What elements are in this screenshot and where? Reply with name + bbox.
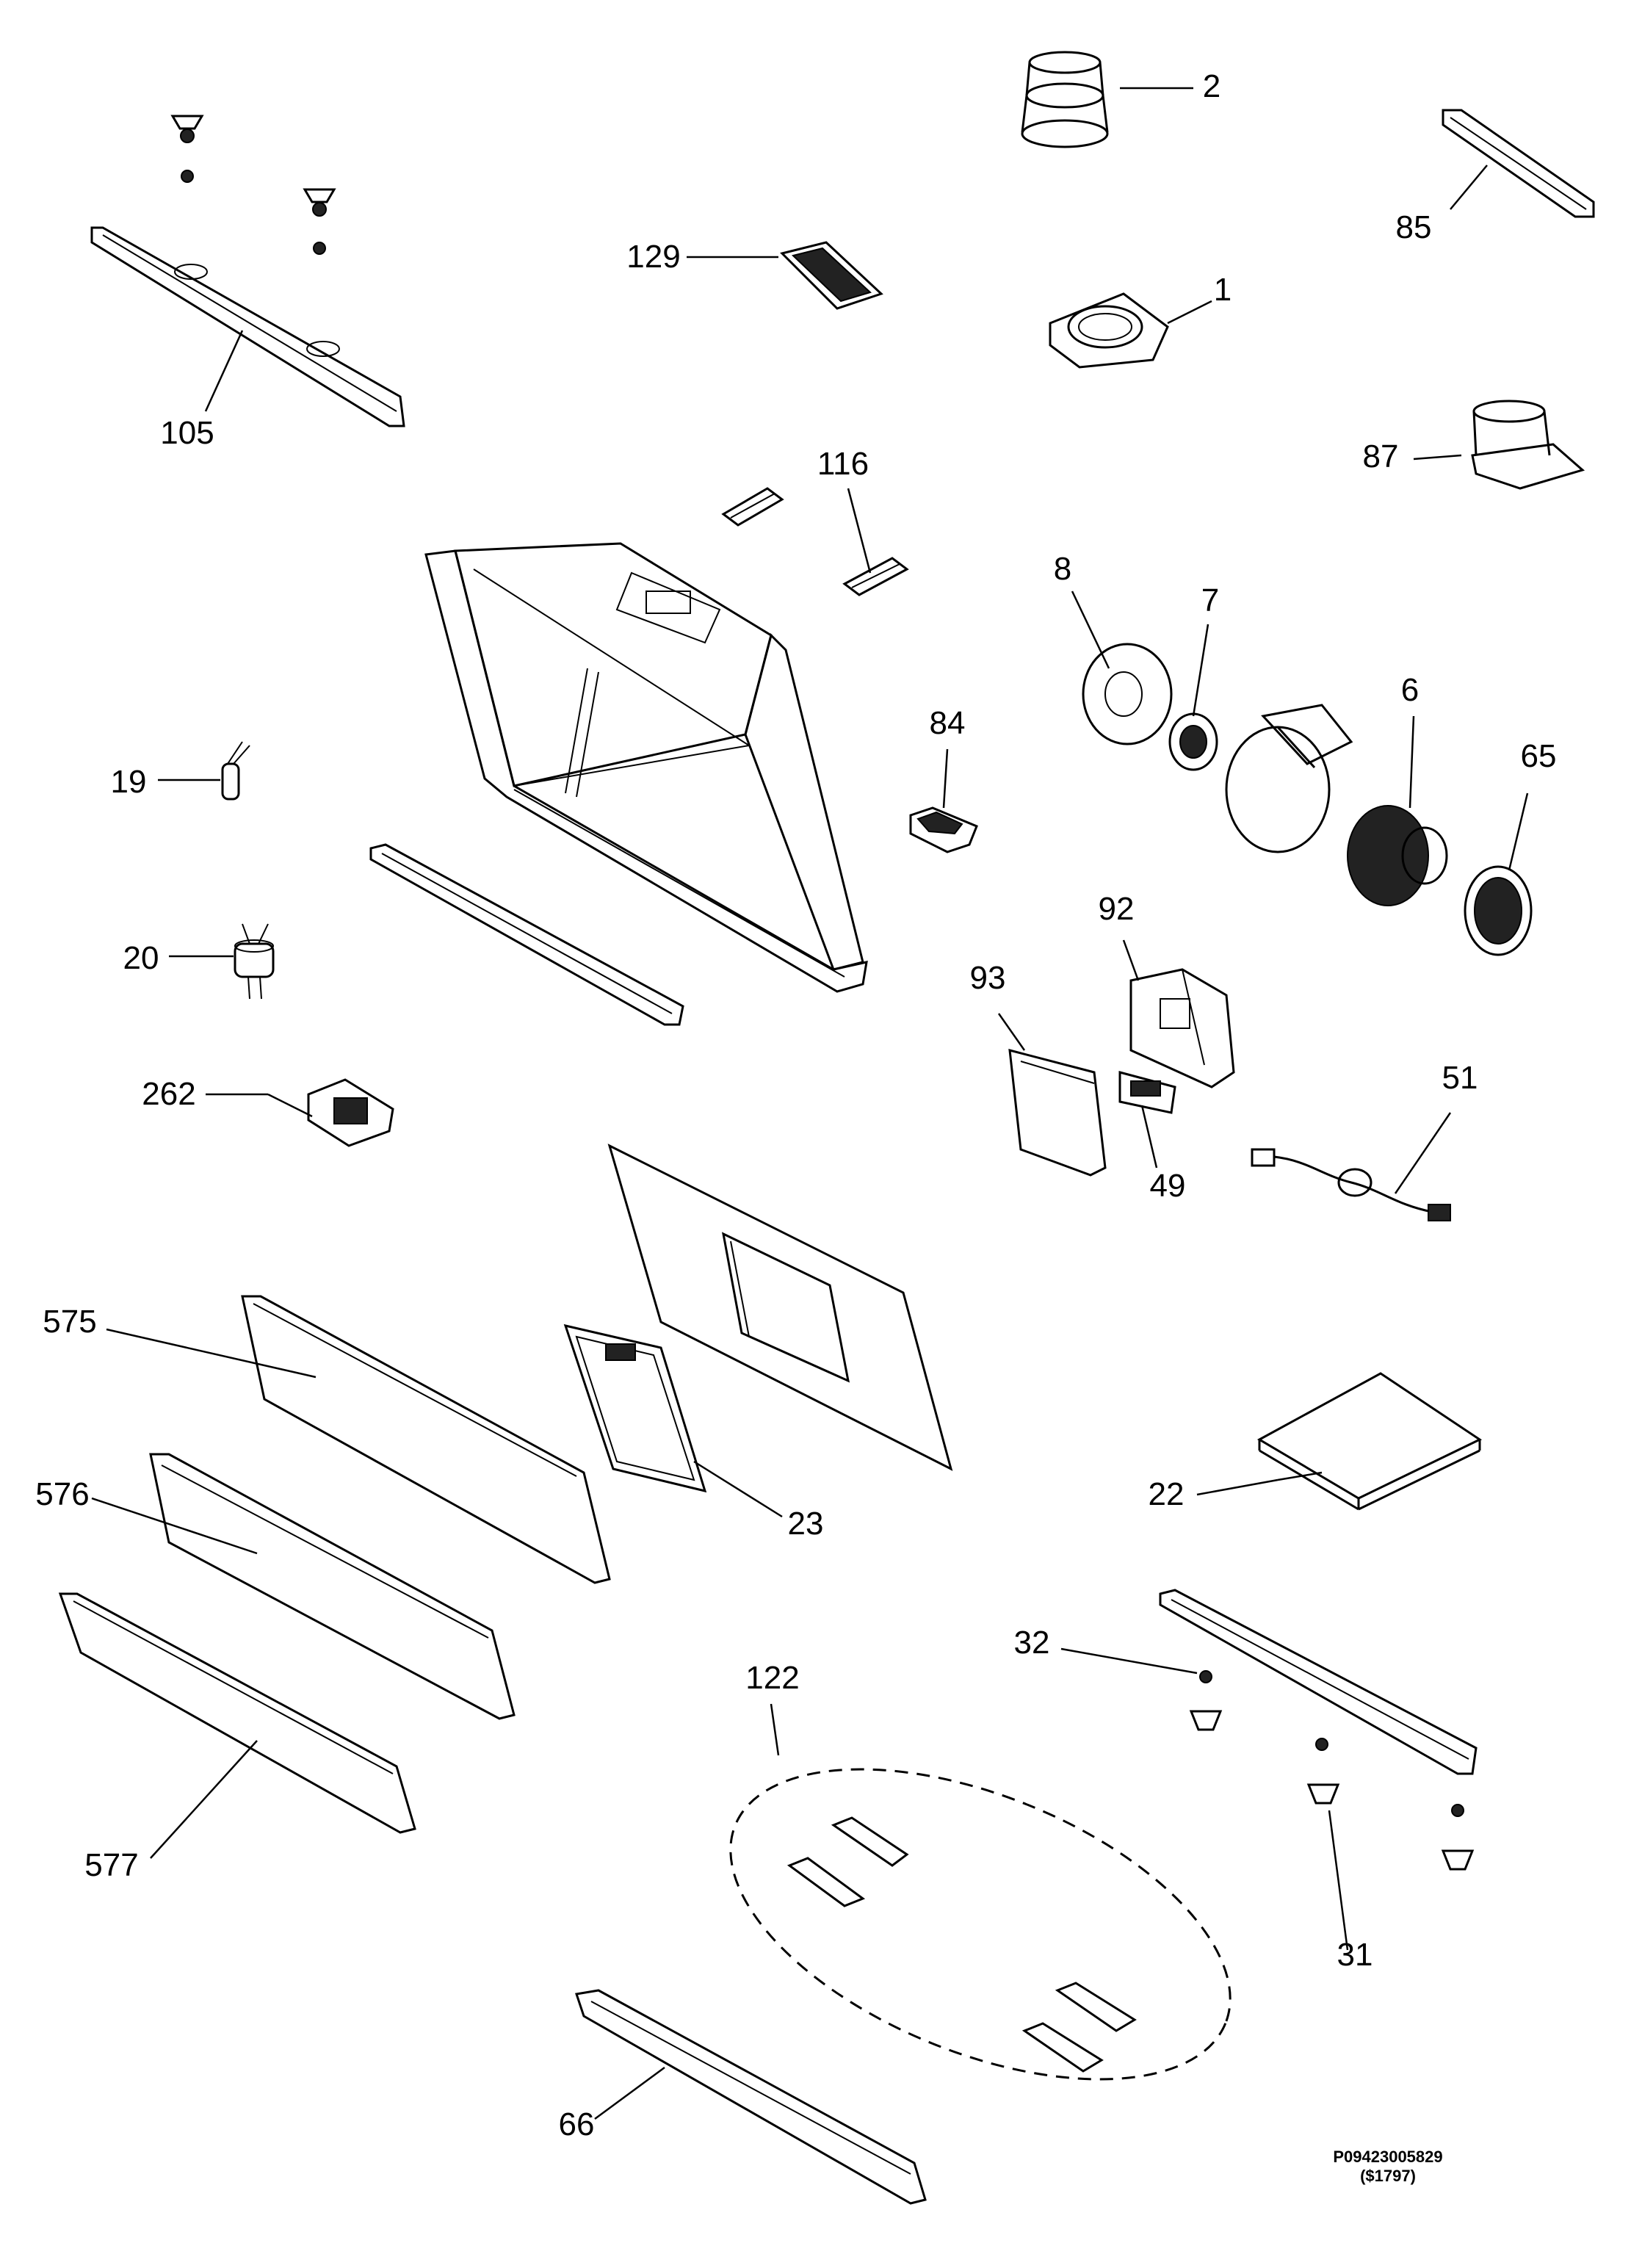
callout-23: 23 (787, 1506, 824, 1542)
part-23-filter-frame (563, 1323, 707, 1493)
callout-65: 65 (1520, 738, 1557, 774)
callout-2: 2 (1202, 68, 1221, 104)
callout-92: 92 (1098, 891, 1135, 927)
callout-51: 51 (1442, 1060, 1478, 1096)
callout-87: 87 (1362, 438, 1399, 474)
part-84-switch (909, 806, 978, 853)
part-19-capacitor (221, 741, 250, 801)
part-105-light-rail (90, 226, 405, 427)
callout-8: 8 (1053, 551, 1072, 587)
callout-22: 22 (1148, 1476, 1185, 1512)
part-6-fan-wheel (1347, 805, 1448, 906)
part-7-motor (1168, 712, 1218, 771)
callout-20: 20 (123, 940, 159, 976)
callout-105: 105 (160, 415, 214, 451)
callout-31: 31 (1337, 1937, 1373, 1973)
back-panel (607, 1144, 953, 1471)
callout-576: 576 (35, 1476, 90, 1512)
leader-lines (91, 87, 1529, 2120)
part-122-clip-kit (729, 1768, 1232, 2081)
callout-129: 129 (626, 239, 681, 275)
lower-light-rail (1159, 1589, 1478, 1775)
part-51-wire-harness (1251, 1148, 1451, 1221)
callout-6: 6 (1400, 672, 1420, 708)
part-92-control-housing (1129, 968, 1235, 1088)
callout-49: 49 (1149, 1168, 1186, 1204)
part-1-ring-flange (1049, 292, 1169, 369)
callout-575: 575 (43, 1304, 97, 1340)
callout-85: 85 (1395, 209, 1432, 245)
part-66-bottom-rail (575, 1989, 927, 2205)
callout-1: 1 (1213, 272, 1232, 308)
halogen-bulbs-lower (1189, 1670, 1475, 1871)
drawing-code-block: P09423005829 ($1797) (1322, 2148, 1454, 2186)
drawing-code: P09423005829 (1333, 2148, 1443, 2166)
blower-housing (1225, 704, 1353, 853)
part-116-brackets (721, 487, 909, 596)
part-22-filter-pad (1256, 1372, 1483, 1511)
part-20-capacitor (234, 923, 275, 1000)
callout-66: 66 (558, 2106, 595, 2142)
halogen-bulbs-top (170, 115, 336, 255)
part-85-bracket (1442, 109, 1595, 218)
part-576-panel (149, 1453, 516, 1720)
part-577-panel (58, 1592, 416, 1834)
callout-19: 19 (110, 764, 147, 800)
callout-116: 116 (817, 446, 869, 482)
part-129-grille (780, 241, 883, 310)
callout-32: 32 (1013, 1625, 1050, 1661)
drawing-ref: ($1797) (1360, 2167, 1416, 2186)
part-575-panel (241, 1295, 611, 1584)
main-hood-chassis (424, 542, 868, 993)
callout-122: 122 (745, 1660, 800, 1696)
part-65-fan-guard (1464, 865, 1533, 956)
part-2-duct-collar (1021, 51, 1109, 148)
front-rail (369, 843, 684, 1026)
callout-84: 84 (929, 705, 966, 741)
part-87-duct-adapter (1471, 400, 1585, 490)
part-49-switch-board (1118, 1071, 1176, 1114)
callout-577: 577 (84, 1847, 139, 1883)
callout-93: 93 (969, 960, 1006, 996)
callout-262: 262 (142, 1076, 196, 1112)
callout-7: 7 (1201, 582, 1220, 618)
part-262-transformer (307, 1078, 394, 1147)
part-8-motor-plate (1082, 643, 1173, 745)
part-93-circuit-board (1008, 1048, 1107, 1177)
